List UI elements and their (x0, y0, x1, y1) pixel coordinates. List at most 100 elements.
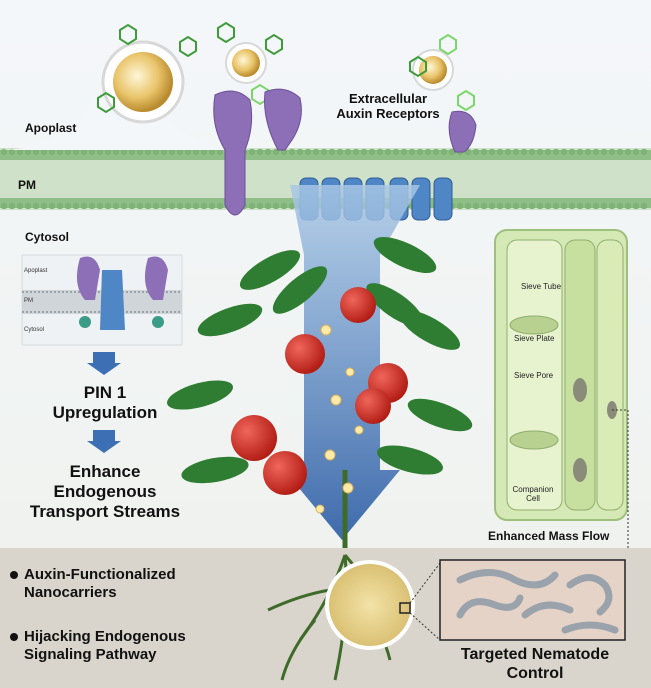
root-magnifier (325, 560, 441, 650)
bullet-hijacking: Hijacking Endogenous Signaling Pathway (24, 628, 186, 663)
lipid-head (168, 148, 176, 156)
pm-label: PM (18, 178, 36, 192)
inset-apoplast-label: Apoplast (24, 268, 48, 274)
lipid-head (208, 148, 216, 156)
lipid-head (0, 202, 8, 210)
lipid-head (200, 202, 208, 210)
tomato-leaf (167, 380, 233, 410)
lipid-head (432, 148, 440, 156)
down-arrow-1 (87, 352, 121, 375)
lipid-head (16, 148, 24, 156)
lipid-head (176, 202, 184, 210)
lipid-head (248, 202, 256, 210)
extracellular-auxin-receptor (213, 88, 477, 216)
lipid-head (8, 202, 16, 210)
lipid-head (96, 202, 104, 210)
lipid-head (424, 148, 432, 156)
lipid-head (216, 202, 224, 210)
lipid-head (464, 202, 472, 210)
lipid-head (288, 202, 296, 210)
lipid-head (184, 202, 192, 210)
nematode-control-label: Targeted Nematode Control (460, 646, 610, 682)
lipid-head (520, 202, 528, 210)
cytosol-label: Cytosol (25, 230, 70, 244)
lipid-head (592, 202, 600, 210)
large-nanocarrier (101, 40, 185, 124)
lipid-head (32, 202, 40, 210)
lipid-head (88, 202, 96, 210)
lipid-head (584, 148, 592, 156)
lipid-head (632, 202, 640, 210)
lipid-head (304, 148, 312, 156)
lipid-head (504, 148, 512, 156)
tomato-leaf (181, 456, 249, 484)
lipid-head (568, 202, 576, 210)
lipid-head (64, 202, 72, 210)
lipid-head (592, 148, 600, 156)
sieve-pore-label: Sieve Pore (514, 371, 554, 380)
tomato-leaf (407, 398, 473, 432)
inset-cytosol-label: Cytosol (24, 327, 45, 333)
lipid-head (264, 202, 272, 210)
sieve-tube-label: Sieve Tube (521, 282, 562, 291)
bullet-dot-2 (10, 633, 18, 641)
lipid-head (184, 148, 192, 156)
lipid-head (552, 148, 560, 156)
lipid-head (600, 148, 608, 156)
lipid-head (536, 148, 544, 156)
lipid-head (544, 148, 552, 156)
lipid-head (456, 202, 464, 210)
lipid-head (144, 202, 152, 210)
lipid-head (56, 148, 64, 156)
tomato-leaf (272, 266, 328, 314)
lipid-head (624, 148, 632, 156)
tomato-plant (167, 236, 473, 560)
lipid-head (560, 148, 568, 156)
lipid-head (24, 148, 32, 156)
lipid-head (48, 148, 56, 156)
pin-channel (433, 177, 453, 221)
lipid-head (248, 148, 256, 156)
lipid-head (640, 148, 648, 156)
lipid-head (104, 148, 112, 156)
lipid-head (568, 148, 576, 156)
pin1-upregulation-label: PIN 1 Upregulation (52, 383, 158, 422)
apoplast-bulge (0, 80, 230, 150)
lipid-head (112, 148, 120, 156)
lipid-head (120, 148, 128, 156)
lipid-head (640, 202, 648, 210)
lipid-head (368, 148, 376, 156)
lipid-head (440, 148, 448, 156)
lipid-head (40, 202, 48, 210)
lipid-head (312, 148, 320, 156)
lipid-head (16, 202, 24, 210)
lipid-head (56, 202, 64, 210)
lipid-head (544, 202, 552, 210)
tomato-leaf (197, 303, 263, 337)
lipid-head (168, 202, 176, 210)
companion-cell-label: Companion Cell (512, 485, 554, 503)
lipid-head (496, 202, 504, 210)
lipid-head (8, 148, 16, 156)
lipid-head (448, 148, 456, 156)
lipid-head (336, 148, 344, 156)
tomato-leaf (377, 445, 443, 475)
inset-membrane-panel (21, 254, 183, 346)
lipid-head (192, 148, 200, 156)
lipid-head (112, 202, 120, 210)
lipid-head (144, 148, 152, 156)
lipid-head (80, 202, 88, 210)
lipid-head (88, 148, 96, 156)
bullet-nanocarriers: Auxin-Functionalized Nanocarriers (24, 566, 176, 601)
lipid-head (104, 202, 112, 210)
small-nanocarrier (225, 42, 267, 84)
small-nanocarrier (412, 49, 454, 91)
bullet-dot-1 (10, 571, 18, 579)
lipid-head (384, 148, 392, 156)
lipid-head (576, 148, 584, 156)
lipid-head (584, 202, 592, 210)
lipid-head (72, 148, 80, 156)
inset-pm-label: PM (24, 298, 33, 304)
lipid-head (472, 148, 480, 156)
